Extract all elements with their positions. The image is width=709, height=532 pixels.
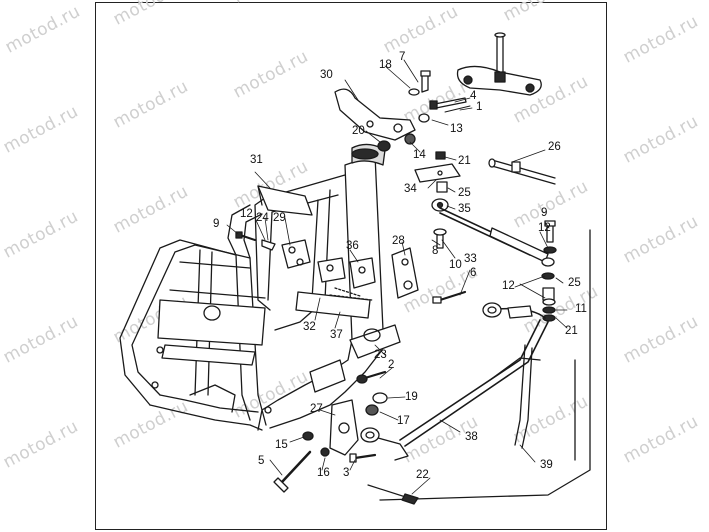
frame-lower-cradle — [149, 329, 384, 431]
washer-15 — [302, 431, 314, 441]
washer-18 — [408, 88, 420, 96]
engine-mount-bracket — [309, 324, 401, 393]
callout-4: 4 — [470, 90, 477, 102]
callout-38: 38 — [465, 431, 478, 443]
callout-33: 33 — [464, 253, 477, 265]
bolt-7 — [420, 70, 431, 93]
callout-6: 6 — [470, 267, 477, 279]
cable-tie-22 — [367, 484, 419, 505]
callout-11: 11 — [575, 303, 587, 315]
plate-34 — [414, 163, 461, 183]
callout-34: 34 — [404, 183, 417, 195]
callout-7: 7 — [399, 51, 406, 63]
clip-24 — [261, 239, 276, 251]
callout-23: 23 — [374, 349, 387, 361]
callout-13: 13 — [450, 123, 463, 135]
callout-26: 26 — [548, 141, 561, 153]
bracket-31 — [257, 185, 313, 216]
callout-14: 14 — [413, 149, 426, 161]
nut-16 — [320, 447, 330, 457]
line-39 — [379, 229, 591, 501]
callout-12-lower: 12 — [502, 280, 515, 292]
callout-8: 8 — [432, 245, 439, 257]
callout-21-lower: 21 — [565, 325, 578, 337]
bolt-3 — [349, 453, 377, 463]
callout-10: 10 — [449, 259, 462, 271]
bracket-28 — [391, 247, 419, 299]
callout-18: 18 — [379, 59, 392, 71]
callout-29: 29 — [273, 212, 286, 224]
callout-5: 5 — [258, 455, 265, 467]
bracket-29 — [281, 239, 311, 269]
bolt-5 — [273, 450, 312, 493]
callout-37: 37 — [330, 329, 343, 341]
link-arm — [360, 427, 409, 461]
callout-24: 24 — [256, 212, 269, 224]
callout-25-right: 25 — [568, 277, 581, 289]
nut-17 — [365, 404, 379, 416]
top-bridge-plate — [334, 88, 416, 141]
callout-2: 2 — [388, 359, 395, 371]
callout-35: 35 — [458, 203, 471, 215]
callout-27: 27 — [310, 403, 323, 415]
callout-25-upper: 25 — [458, 187, 471, 199]
callout-9-left: 9 — [213, 218, 220, 230]
callout-36: 36 — [346, 240, 359, 252]
bracket-36 — [349, 257, 376, 289]
rod-end-35 — [431, 198, 449, 212]
tube-26 — [488, 158, 556, 185]
bracket-27 — [329, 399, 359, 456]
nut-21-upper — [435, 151, 446, 160]
bushing-14 — [404, 133, 416, 145]
callout-21-upper: 21 — [458, 155, 471, 167]
washer-13 — [418, 113, 430, 123]
callout-31: 31 — [250, 154, 263, 166]
bushing-20 — [377, 140, 391, 152]
bolt-9-left — [235, 231, 256, 241]
callout-9-right: 9 — [541, 207, 548, 219]
triple-clamp — [456, 32, 542, 96]
bolt-9-right — [544, 220, 556, 243]
callout-19: 19 — [405, 391, 418, 403]
callout-1: 1 — [476, 101, 483, 113]
callout-3: 3 — [343, 467, 350, 479]
callout-32: 32 — [303, 321, 316, 333]
diagram-frame — [95, 2, 607, 530]
bolt-2 — [356, 370, 387, 384]
damper-33 — [439, 207, 549, 263]
callout-17: 17 — [397, 415, 410, 427]
washer-19 — [372, 392, 388, 404]
center-bracket — [295, 287, 373, 319]
leader-lines — [226, 59, 568, 495]
frame-cross-plate — [157, 299, 266, 366]
screw-1 — [444, 105, 471, 113]
callout-28: 28 — [392, 235, 405, 247]
callout-15: 15 — [275, 439, 288, 451]
rod-38 — [399, 302, 549, 449]
callout-12-right: 12 — [538, 222, 551, 234]
washer-12-right — [543, 246, 557, 254]
bolt-4 — [429, 97, 467, 110]
callout-30: 30 — [320, 69, 333, 81]
callout-22: 22 — [416, 469, 429, 481]
callout-16: 16 — [317, 467, 330, 479]
callout-12-left: 12 — [240, 208, 253, 220]
collar-stack — [541, 257, 556, 322]
callout-39: 39 — [540, 459, 553, 471]
bracket-32 — [317, 257, 346, 283]
spacer-25-upper — [436, 181, 448, 193]
callout-20: 20 — [352, 125, 365, 137]
